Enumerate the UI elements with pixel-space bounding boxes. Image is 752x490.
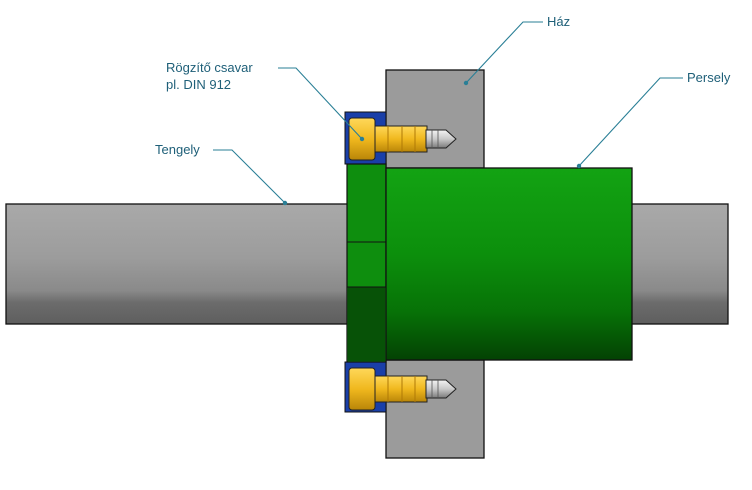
leader-lines — [213, 21, 683, 206]
bushing — [346, 163, 633, 363]
fixing-screw-top — [348, 117, 457, 161]
leader-rogzito — [278, 67, 363, 140]
label-rogzito-line2: pl. DIN 912 — [166, 77, 231, 92]
label-haz: Ház — [547, 14, 570, 29]
leader-persely — [578, 77, 683, 167]
label-tengely: Tengely — [155, 142, 200, 157]
label-rogzito-line1: Rögzítő csavar — [166, 60, 253, 75]
leader-haz — [465, 21, 543, 84]
leader-tengely — [213, 149, 286, 204]
fixing-screw-bottom — [348, 367, 457, 411]
label-persely: Persely — [687, 70, 731, 85]
